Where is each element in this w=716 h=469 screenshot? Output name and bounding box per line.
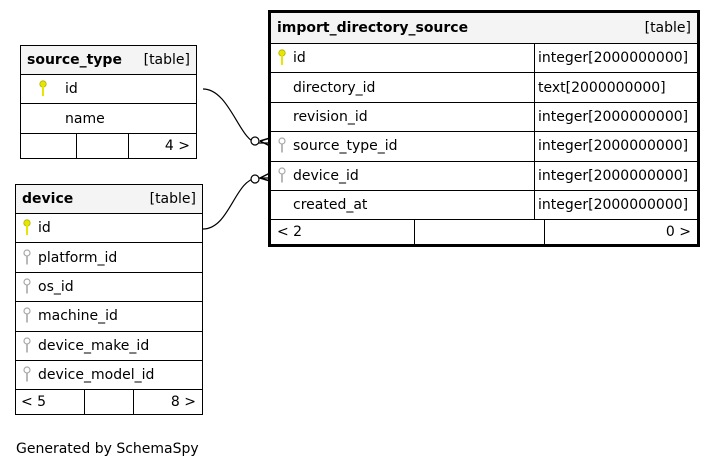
relationship-device-optional-marker <box>250 174 260 184</box>
parents-count <box>21 134 76 158</box>
column-type: integer[2000000000] <box>534 132 697 161</box>
column-type: text[2000000000] <box>534 73 697 102</box>
column-row-os-id: os_id <box>16 273 202 303</box>
table-source-type[interactable]: source_type [table] id name 4 > <box>20 45 197 159</box>
column-type: integer[2000000000] <box>534 44 697 73</box>
column-row-created-at: created_at integer[2000000000] <box>271 190 697 221</box>
children-count: 0 > <box>665 224 691 241</box>
column-name: device_id <box>293 167 359 184</box>
primary-key-icon <box>21 80 65 98</box>
column-row-revision-id: revision_id integer[2000000000] <box>271 102 697 133</box>
column-row-device-id: device_id integer[2000000000] <box>271 161 697 191</box>
column-row-id: id <box>21 75 196 105</box>
table-device[interactable]: device [table] id platform_id os_id mach… <box>15 184 203 416</box>
column-row-id: id <box>16 214 202 244</box>
column-type: integer[2000000000] <box>534 190 697 220</box>
column-name: id <box>293 50 306 67</box>
table-footer: < 2 0 > <box>271 220 697 245</box>
column-name: directory_id <box>293 79 376 96</box>
foreign-key-icon <box>16 248 38 267</box>
column-name: name <box>65 110 105 127</box>
column-name: created_at <box>293 197 368 214</box>
table-footer: < 5 8 > <box>16 390 202 415</box>
column-row-directory-id: directory_id text[2000000000] <box>271 73 697 103</box>
table-name: device <box>22 191 74 207</box>
foreign-key-icon <box>271 137 293 155</box>
foreign-key-icon <box>16 278 38 296</box>
table-type-label: [table] <box>143 52 190 68</box>
column-row-device-make-id: device_make_id <box>16 332 202 361</box>
parents-count: < 2 <box>277 224 303 241</box>
table-footer: 4 > <box>21 133 196 158</box>
primary-key-icon <box>16 219 38 237</box>
table-name: source_type <box>27 52 122 68</box>
column-row-machine-id: machine_id <box>16 302 202 332</box>
foreign-key-icon <box>16 337 38 355</box>
foreign-key-icon <box>16 366 38 384</box>
children-count: 8 > <box>170 394 196 411</box>
column-name: source_type_id <box>293 138 398 155</box>
column-row-source-type-id: source_type_id integer[2000000000] <box>271 132 697 162</box>
foreign-key-icon <box>16 307 38 325</box>
relationship-device <box>202 177 270 230</box>
table-type-label: [table] <box>149 191 196 207</box>
column-row-device-model-id: device_model_id <box>16 361 202 391</box>
relationship-source-type <box>202 88 270 144</box>
relationship-source-type-optional-marker <box>250 136 260 146</box>
table-type-label: [table] <box>644 20 691 36</box>
table-name: import_directory_source <box>277 20 469 36</box>
column-row-id: id integer[2000000000] <box>271 44 697 74</box>
column-type: integer[2000000000] <box>534 161 697 190</box>
foreign-key-icon <box>271 167 293 185</box>
column-type: integer[2000000000] <box>534 102 697 132</box>
generated-by-caption: Generated by SchemaSpy <box>16 441 199 457</box>
parents-count: < 5 <box>21 394 47 411</box>
column-name: id <box>65 81 78 98</box>
column-row-platform-id: platform_id <box>16 243 202 273</box>
table-header: source_type [table] <box>21 46 196 75</box>
table-header: device [table] <box>16 185 202 214</box>
column-name: os_id <box>38 278 74 295</box>
primary-key-icon <box>271 49 293 67</box>
column-name: platform_id <box>38 249 118 266</box>
table-import-directory-source[interactable]: import_directory_source [table] id integ… <box>268 10 700 248</box>
column-name: revision_id <box>293 108 368 125</box>
column-row-name: name <box>21 104 196 134</box>
column-name: id <box>38 220 51 237</box>
column-name: machine_id <box>38 308 118 325</box>
column-name: device_make_id <box>38 337 150 354</box>
children-count: 4 > <box>164 137 190 154</box>
table-header: import_directory_source [table] <box>271 13 697 44</box>
column-name: device_model_id <box>38 367 155 384</box>
